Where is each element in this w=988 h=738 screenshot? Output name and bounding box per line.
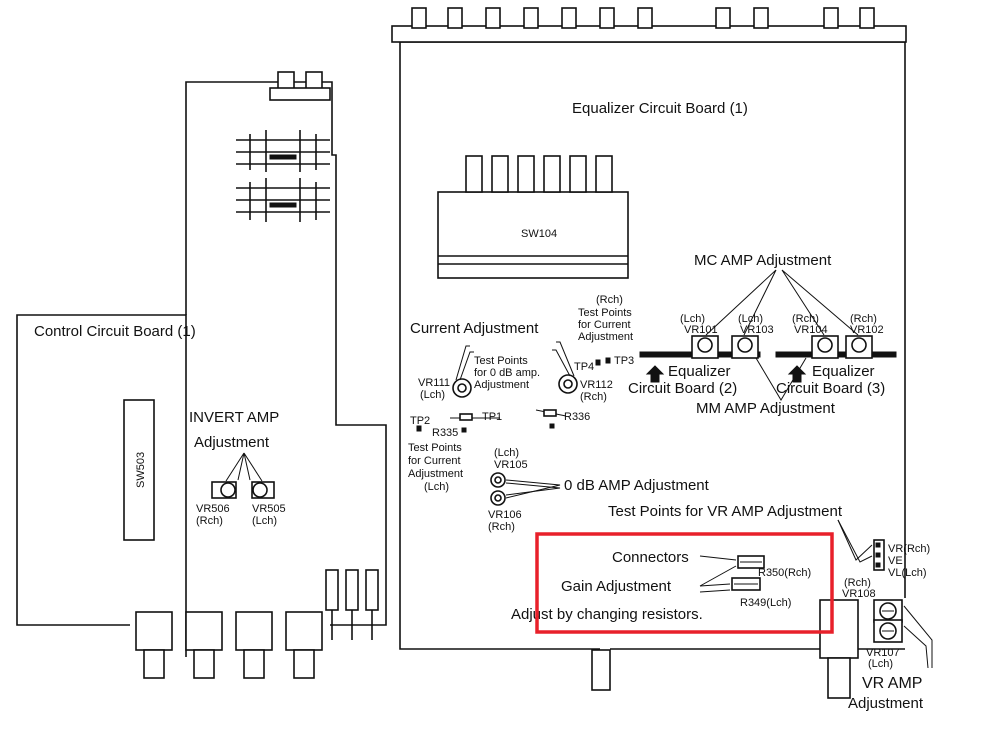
vr505-channel: (Lch) xyxy=(252,515,277,527)
sw104-switch xyxy=(437,155,629,279)
vr107-pot xyxy=(873,619,903,643)
equalizer-board-3-label-1: Equalizer xyxy=(812,363,875,380)
r336-label: R336 xyxy=(564,411,590,423)
lch-tp-line-3: Adjustment xyxy=(408,468,463,480)
vr106-trimmer xyxy=(490,490,506,506)
r350-label: R350(Rch) xyxy=(758,567,811,579)
heatsink-lower xyxy=(236,178,330,222)
vr111-trimmer xyxy=(452,378,472,398)
vr-amp-test-points-title: Test Points for VR AMP Adjustment xyxy=(608,503,843,520)
vr106-label: VR106 xyxy=(488,509,522,521)
lch-tp-line-1: Test Points xyxy=(408,442,462,454)
vr105-trimmer xyxy=(490,472,506,488)
sw503-switch xyxy=(123,399,155,541)
vr112-channel: (Rch) xyxy=(580,391,607,403)
rch-tp-line-3: Adjustment xyxy=(578,331,633,343)
vr-amp-title: VR AMP xyxy=(862,675,922,692)
vr103-label: VR103 xyxy=(740,324,774,336)
invert-amp-title: INVERT AMP xyxy=(189,409,279,426)
current-adjustment-title: Current Adjustment xyxy=(410,320,539,337)
zero-db-tp-line-1: Test Points xyxy=(474,355,528,367)
vr505-label: VR505 xyxy=(252,503,286,515)
rch-tp-line-2: for Current xyxy=(578,319,631,331)
vr103-channel: (Lch) xyxy=(738,313,763,325)
vr-amp-test-points xyxy=(873,539,885,571)
tp-vr-label: VR(Rch) xyxy=(888,543,930,555)
control-circuit-board: SW503 xyxy=(16,71,387,679)
equalizer-circuit-board-1: SW104 xyxy=(391,7,933,699)
control-board-label: Control Circuit Board (1) xyxy=(34,323,196,340)
vr106-channel: (Rch) xyxy=(488,521,515,533)
vr111-channel: (Lch) xyxy=(420,389,445,401)
adjust-note: Adjust by changing resistors. xyxy=(511,606,703,623)
tp3-label: TP3 xyxy=(614,355,634,367)
vr101-label: VR101 xyxy=(684,324,718,336)
vr111-label: VR111 xyxy=(418,377,450,389)
vr104-label: VR104 xyxy=(794,324,828,336)
tp1-label: TP1 xyxy=(482,411,502,423)
equalizer-board-2-strip xyxy=(639,335,761,359)
invert-amp-subtitle: Adjustment xyxy=(194,434,270,451)
sw503-label: SW503 xyxy=(135,452,147,488)
zero-db-tp-line-3: Adjustment xyxy=(474,379,529,391)
vr107-channel: (Lch) xyxy=(868,658,893,670)
mm-amp-title: MM AMP Adjustment xyxy=(696,400,836,417)
r350-connector xyxy=(737,555,765,569)
mc-amp-title: MC AMP Adjustment xyxy=(694,252,832,269)
gain-adjustment-label: Gain Adjustment xyxy=(561,578,672,595)
tp-ve-label: VE xyxy=(888,555,903,567)
vr102-label: VR102 xyxy=(850,324,884,336)
zero-db-tp-line-2: for 0 dB amp. xyxy=(474,367,540,379)
vr108-pot xyxy=(873,599,903,623)
rch-tp-line-1: Test Points xyxy=(578,307,632,319)
tp2-label: TP2 xyxy=(410,415,430,427)
highlight-box xyxy=(535,532,834,634)
vr-amp-subtitle: Adjustment xyxy=(848,695,924,712)
vr105-label: VR105 xyxy=(494,459,528,471)
lch-tp-channel: (Lch) xyxy=(424,481,449,493)
vr108-channel: (Rch) xyxy=(844,577,871,589)
vr102-channel: (Rch) xyxy=(850,313,877,325)
vr112-trimmer xyxy=(558,374,578,394)
vr506-channel: (Rch) xyxy=(196,515,223,527)
connectors-label: Connectors xyxy=(612,549,689,566)
vr112-label: VR112 xyxy=(580,379,613,391)
vr107-label: VR107 xyxy=(866,647,900,659)
equalizer-board-2-label-1: Equalizer xyxy=(668,363,731,380)
r349-connector xyxy=(731,577,761,591)
vr101-channel: (Lch) xyxy=(680,313,705,325)
vr108-label: VR108 xyxy=(842,588,876,600)
vr104-channel: (Rch) xyxy=(792,313,819,325)
equalizer-board-3-strip xyxy=(775,335,897,359)
control-board-jacks xyxy=(135,569,379,679)
equalizer-board-2-label-2: Circuit Board (2) xyxy=(628,380,737,397)
r349-label: R349(Lch) xyxy=(740,597,791,609)
lch-tp-line-2: for Current xyxy=(408,455,461,467)
sw104-label: SW104 xyxy=(521,228,557,240)
equalizer-board-1-label: Equalizer Circuit Board (1) xyxy=(572,100,748,117)
rch-tp-channel: (Rch) xyxy=(596,294,623,306)
top-connectors xyxy=(391,7,907,43)
r335-label: R335 xyxy=(432,427,458,439)
tp-vl-label: VL(Lch) xyxy=(888,567,927,579)
vr505-trimmer xyxy=(251,481,275,499)
equalizer-board-3-label-2: Circuit Board (3) xyxy=(776,380,885,397)
vr506-trimmer xyxy=(211,481,237,499)
labels: Control Circuit Board (1) Equalizer Circ… xyxy=(34,100,930,712)
vr105-channel: (Lch) xyxy=(494,447,519,459)
heatsink-upper xyxy=(236,130,330,172)
zero-db-amp-title: 0 dB AMP Adjustment xyxy=(564,477,710,494)
vr506-label: VR506 xyxy=(196,503,230,515)
tp4-label: TP4 xyxy=(574,361,594,373)
